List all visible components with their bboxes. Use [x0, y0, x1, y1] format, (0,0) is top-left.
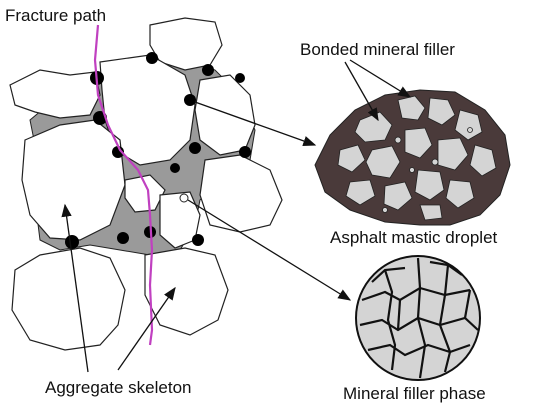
- filler-particle-marker: [180, 194, 188, 202]
- aggregate-stone: [22, 120, 125, 240]
- fracture-path-label: Fracture path: [5, 6, 106, 26]
- aggregate-stone: [195, 75, 255, 155]
- filler-phase-label: Mineral filler phase: [343, 384, 486, 404]
- arrow-aggregate-2: [118, 288, 175, 370]
- mastic-droplet-label: Asphalt mastic droplet: [330, 228, 497, 248]
- bonded-filler-label: Bonded mineral filler: [300, 40, 455, 60]
- arrow-bonded-filler-2: [350, 60, 410, 97]
- aggregate-skeleton-label: Aggregate skeleton: [45, 378, 192, 398]
- aggregate-stone: [200, 155, 282, 232]
- aggregate-stone: [145, 248, 228, 335]
- aggregate-stone: [10, 70, 100, 118]
- aggregate-stone: [12, 248, 125, 350]
